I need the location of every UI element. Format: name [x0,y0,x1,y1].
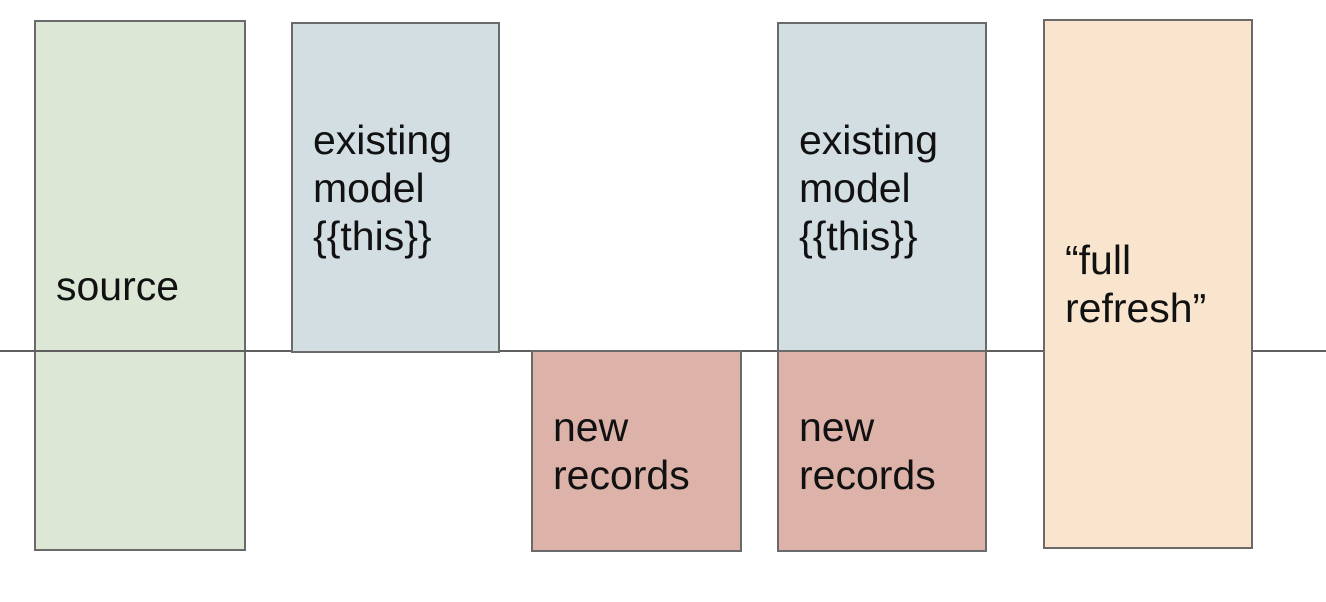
existing-model-box-2-label: existing model {{this}} [799,116,939,259]
existing-model-box-1-label: existing model {{this}} [313,116,453,259]
existing-model-box-2: existing model {{this}} [777,22,987,353]
existing-model-box-1: existing model {{this}} [291,22,500,353]
source-box: source [34,20,246,551]
full-refresh-box: “full refresh” [1043,19,1253,549]
new-records-box-2-label: new records [799,404,936,498]
source-box-label: source [56,262,180,309]
new-records-box-1: new records [531,350,742,552]
full-refresh-box-label: “full refresh” [1065,237,1207,331]
new-records-box-2: new records [777,350,987,552]
new-records-box-1-label: new records [553,404,690,498]
